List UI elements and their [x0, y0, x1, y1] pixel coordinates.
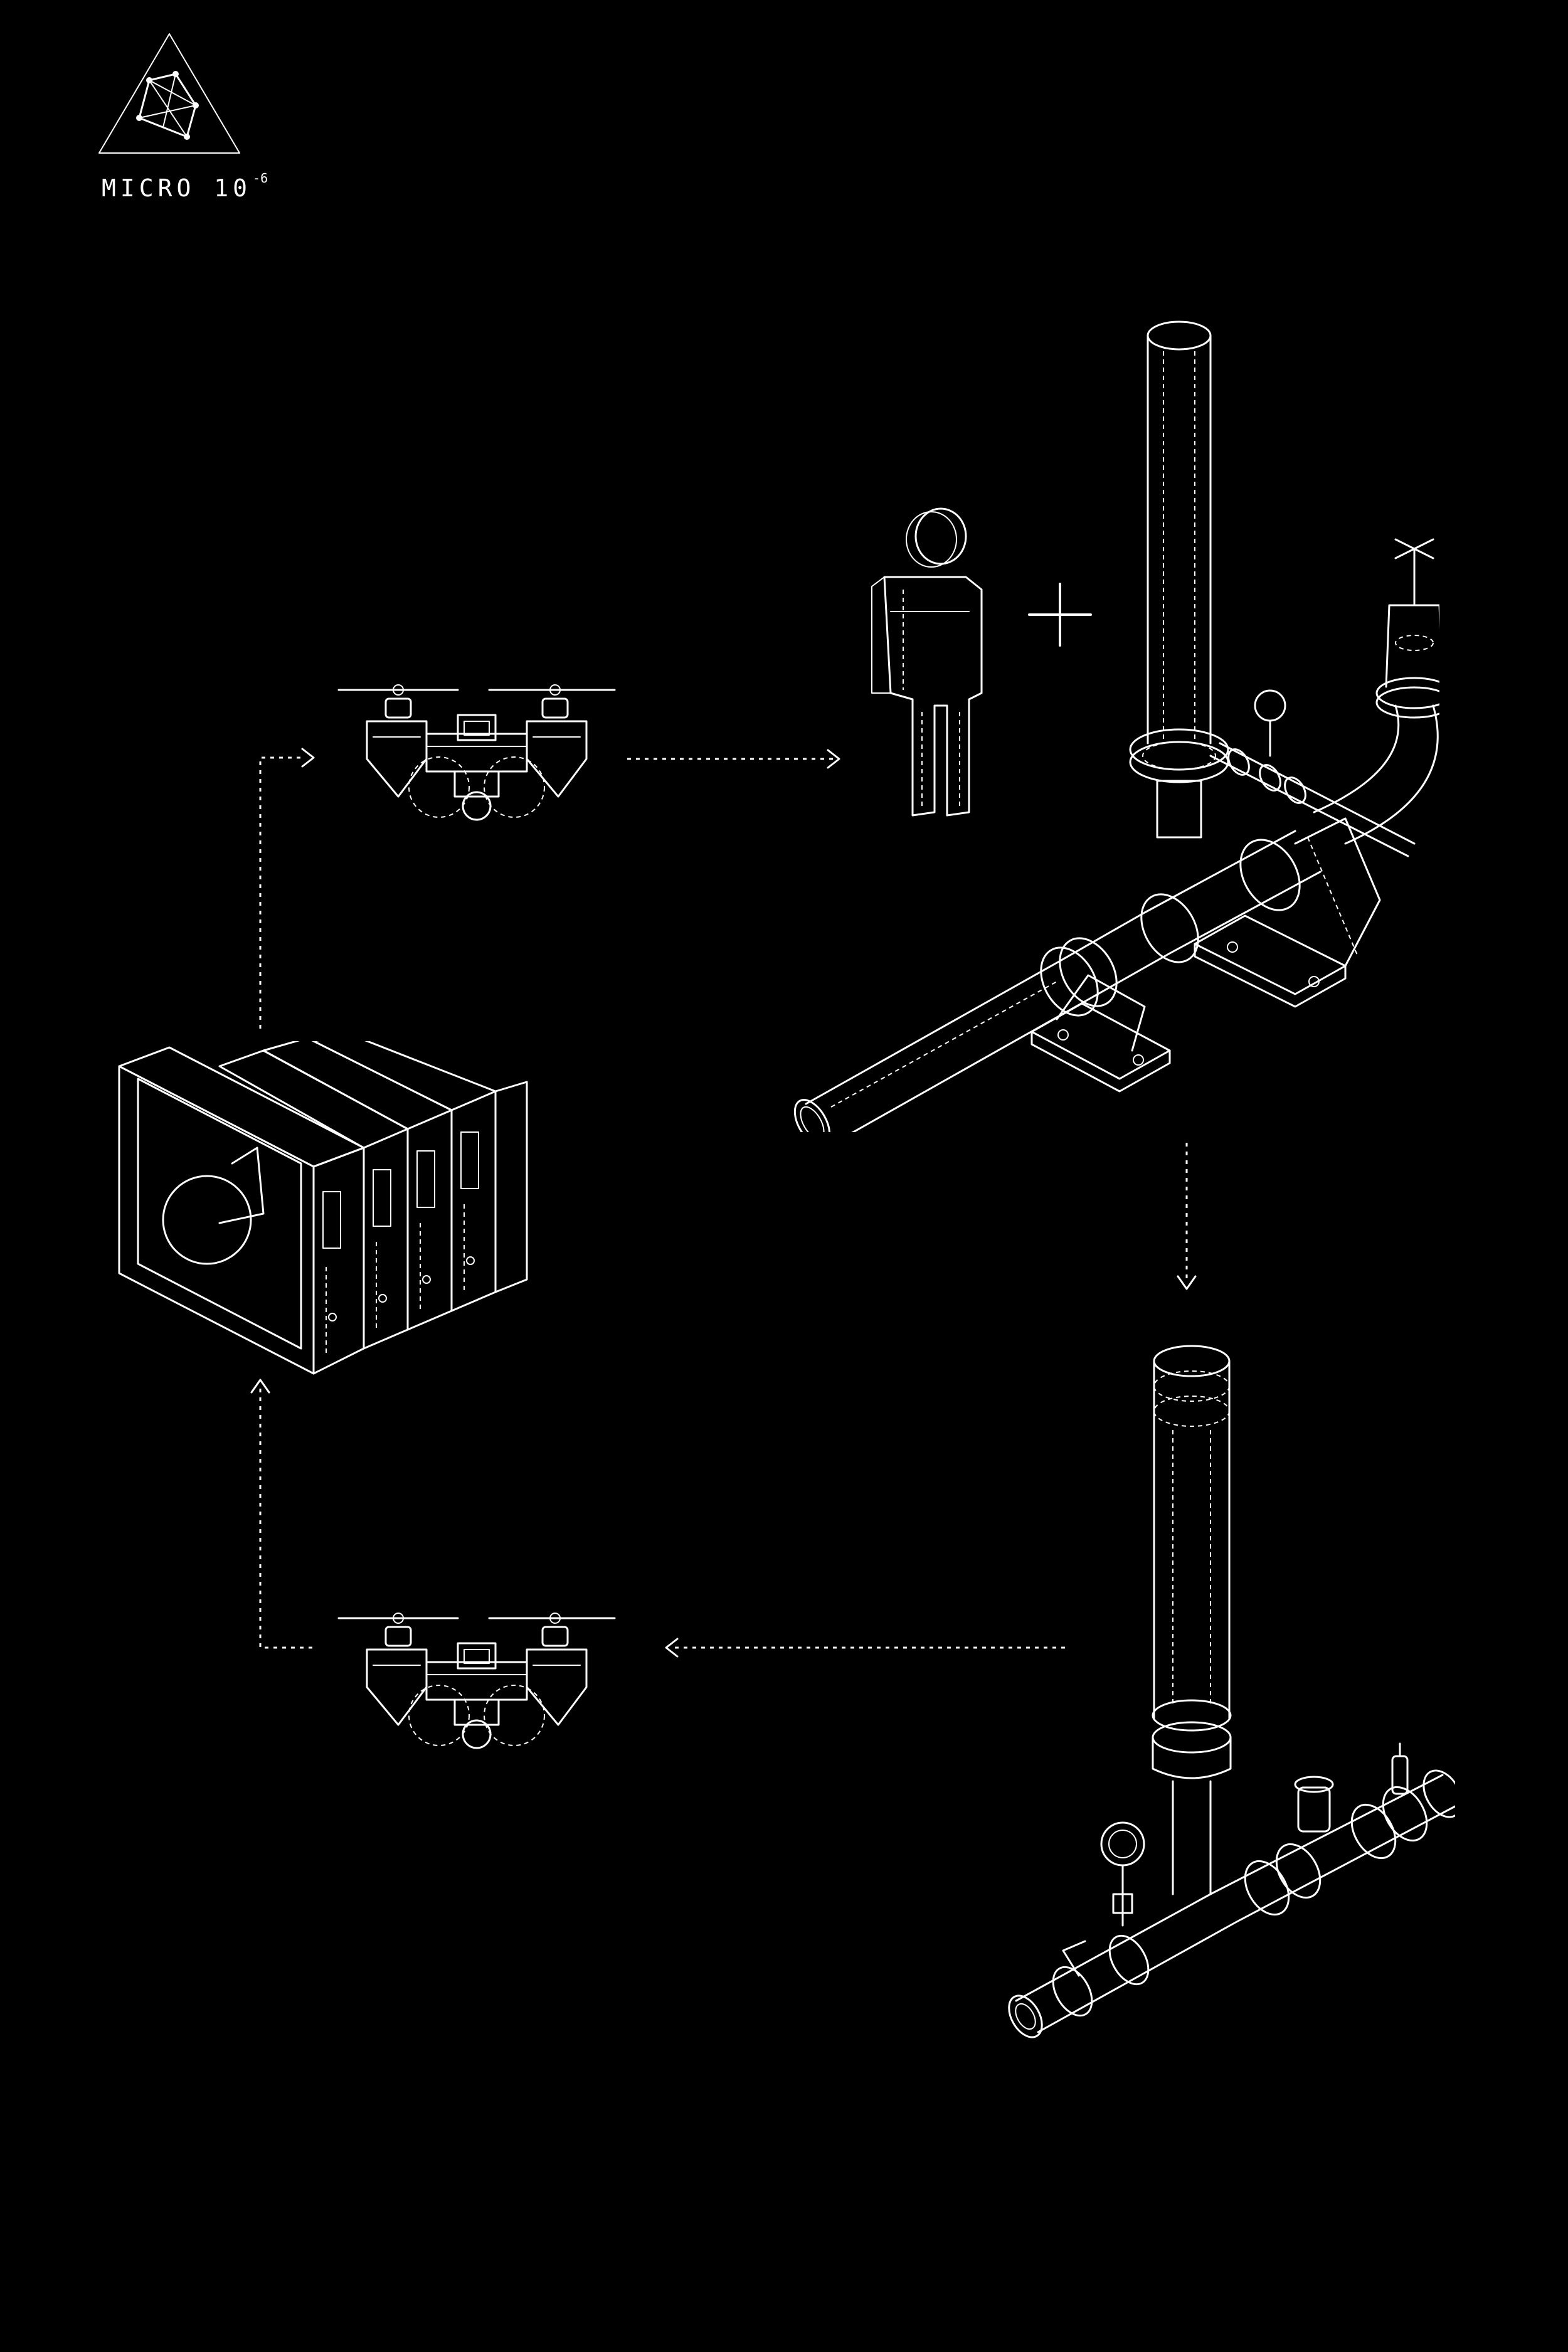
arrow-drone-to-person	[627, 749, 840, 769]
arrow-tube-to-drone-bottom	[665, 1638, 1065, 1658]
drone-bottom-icon	[337, 1613, 616, 1749]
equipment-rack-icon	[118, 1041, 528, 1375]
arrow-rack-to-drone-top	[259, 748, 315, 1029]
sample-tube-assembly-icon	[1008, 1345, 1455, 2038]
arrow-pipe-to-tube	[1177, 1143, 1197, 1290]
plus-icon	[1028, 583, 1092, 647]
drone-top-icon	[337, 684, 616, 821]
arrow-drone-to-rack	[250, 1379, 312, 1649]
logo-label: MICRO 10-6	[102, 171, 268, 202]
logo-exponent: -6	[253, 171, 268, 186]
filtration-pipe-assembly-icon	[793, 320, 1439, 1132]
triangle-network-icon	[98, 33, 240, 154]
person-icon	[871, 507, 983, 817]
